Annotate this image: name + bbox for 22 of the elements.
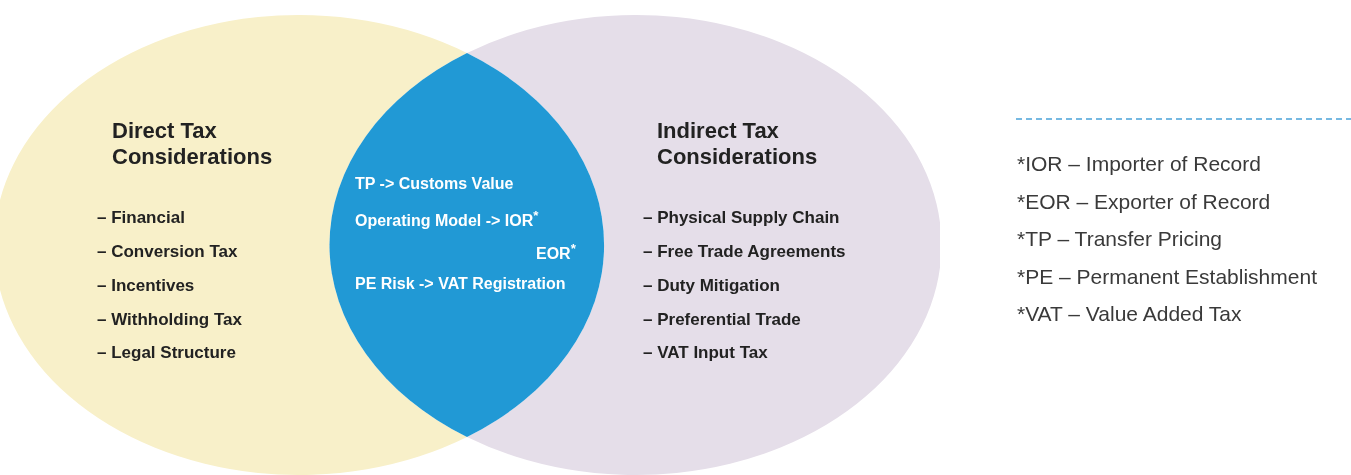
list-item: – Preferential Trade — [643, 310, 801, 330]
glossary-entry: *EOR – Exporter of Record — [1017, 189, 1271, 214]
list-item: – Duty Mitigation — [643, 276, 780, 296]
glossary-entry: *PE – Permanent Establishment — [1017, 264, 1317, 289]
list-item: – Conversion Tax — [97, 242, 238, 262]
list-item: – Withholding Tax — [97, 310, 242, 330]
list-item: – Physical Supply Chain — [643, 208, 840, 228]
list-item: – Free Trade Agreements — [643, 242, 846, 262]
list-item: EOR$^{*}$ — [536, 241, 576, 264]
glossary-entry: *VAT – Value Added Tax — [1017, 302, 1242, 326]
glossary-entry: *IOR – Importer of Record — [1017, 152, 1261, 176]
list-item: – Legal Structure — [97, 343, 236, 363]
list-item: PE Risk -> VAT Registration — [355, 275, 566, 293]
glossary-entry: *TP – Transfer Pricing — [1017, 227, 1223, 251]
list-item: Operating Model -> IOR$^{*}$ — [355, 208, 539, 231]
list-item: – Incentives — [97, 276, 195, 296]
list-item: TP -> Customs Value — [355, 175, 514, 193]
list-item: – Financial — [97, 208, 185, 228]
circle-heading: Indirect Tax Considerations — [657, 118, 819, 170]
circle-heading: Direct Tax Considerations — [112, 118, 274, 170]
list-item: – VAT Input Tax — [643, 343, 768, 363]
venn-overlap — [328, 53, 605, 437]
